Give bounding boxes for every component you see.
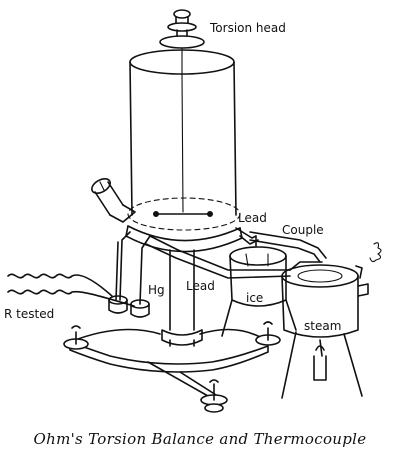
stand <box>63 249 281 413</box>
caption: Ohm's Torsion Balance and Thermocouple <box>34 430 367 448</box>
label-steam: steam <box>304 319 341 333</box>
label-torsion-head: Torsion head <box>209 21 286 35</box>
label-ice: ice <box>246 291 263 305</box>
torsion-head <box>159 9 205 49</box>
label-lead-bottom: Lead <box>186 279 215 293</box>
label-couple: Couple <box>282 223 324 237</box>
steam-vessel <box>281 242 382 399</box>
glass-cylinder <box>125 47 243 253</box>
label-lead-top: Lead <box>238 211 267 225</box>
eyepiece <box>91 177 136 223</box>
thermocouple-wires <box>145 227 327 279</box>
label-hg: Hg <box>148 283 165 297</box>
ice-vessel <box>221 246 297 337</box>
label-r-tested: R tested <box>4 307 54 321</box>
resistance-coil <box>7 273 135 307</box>
